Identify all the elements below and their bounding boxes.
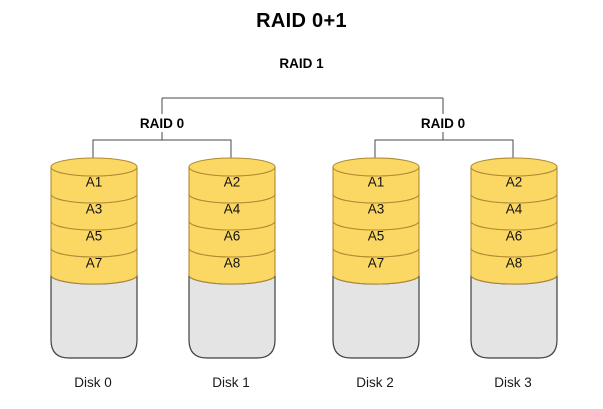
disk-cylinder: A7 A5 A3 A1	[50, 0, 138, 409]
disk-shape: A7 A5 A3 A1	[332, 157, 420, 359]
stripe-label: A8	[224, 256, 241, 271]
raid0-label-right: RAID 0	[420, 116, 466, 131]
disk-shape: A7 A5 A3 A1	[50, 157, 138, 359]
disk-free-space	[50, 274, 138, 359]
stripe-label: A8	[506, 256, 523, 271]
disk-name-label: Disk 0	[74, 375, 112, 390]
disk-top-rim	[50, 157, 138, 177]
disk-free-space	[470, 274, 558, 359]
disk-free-space	[188, 274, 276, 359]
stripe-label: A6	[224, 229, 241, 244]
disk-cylinder: A7 A5 A3 A1	[332, 0, 420, 409]
page-title: RAID 0+1	[256, 10, 347, 32]
disk-cylinder: A8 A6 A4 A2	[470, 0, 558, 409]
disk-free-space	[332, 274, 420, 359]
stripe-label: A4	[224, 202, 241, 217]
stripe-label: A4	[506, 202, 523, 217]
stripe-label: A2	[506, 175, 523, 190]
disk-name-label: Disk 1	[212, 375, 250, 390]
disk-top-rim	[470, 157, 558, 177]
stripe-label: A2	[224, 175, 241, 190]
disk-top-rim	[332, 157, 420, 177]
stripe-label: A1	[368, 175, 385, 190]
disk-cylinder: A8 A6 A4 A2	[188, 0, 276, 409]
disk-name-label: Disk 3	[494, 375, 532, 390]
raid0-label-left: RAID 0	[139, 116, 185, 131]
disk-top-rim	[188, 157, 276, 177]
disk-shape: A8 A6 A4 A2	[470, 157, 558, 359]
stripe-label: A7	[86, 256, 103, 271]
stripe-label: A3	[86, 202, 103, 217]
raid1-label: RAID 1	[279, 56, 324, 71]
stripe-label: A1	[86, 175, 103, 190]
stripe-label: A5	[368, 229, 385, 244]
stripe-label: A6	[506, 229, 523, 244]
stripe-label: A7	[368, 256, 385, 271]
stripe-label: A5	[86, 229, 103, 244]
stripe-label: A3	[368, 202, 385, 217]
disk-name-label: Disk 2	[356, 375, 394, 390]
disk-shape: A8 A6 A4 A2	[188, 157, 276, 359]
